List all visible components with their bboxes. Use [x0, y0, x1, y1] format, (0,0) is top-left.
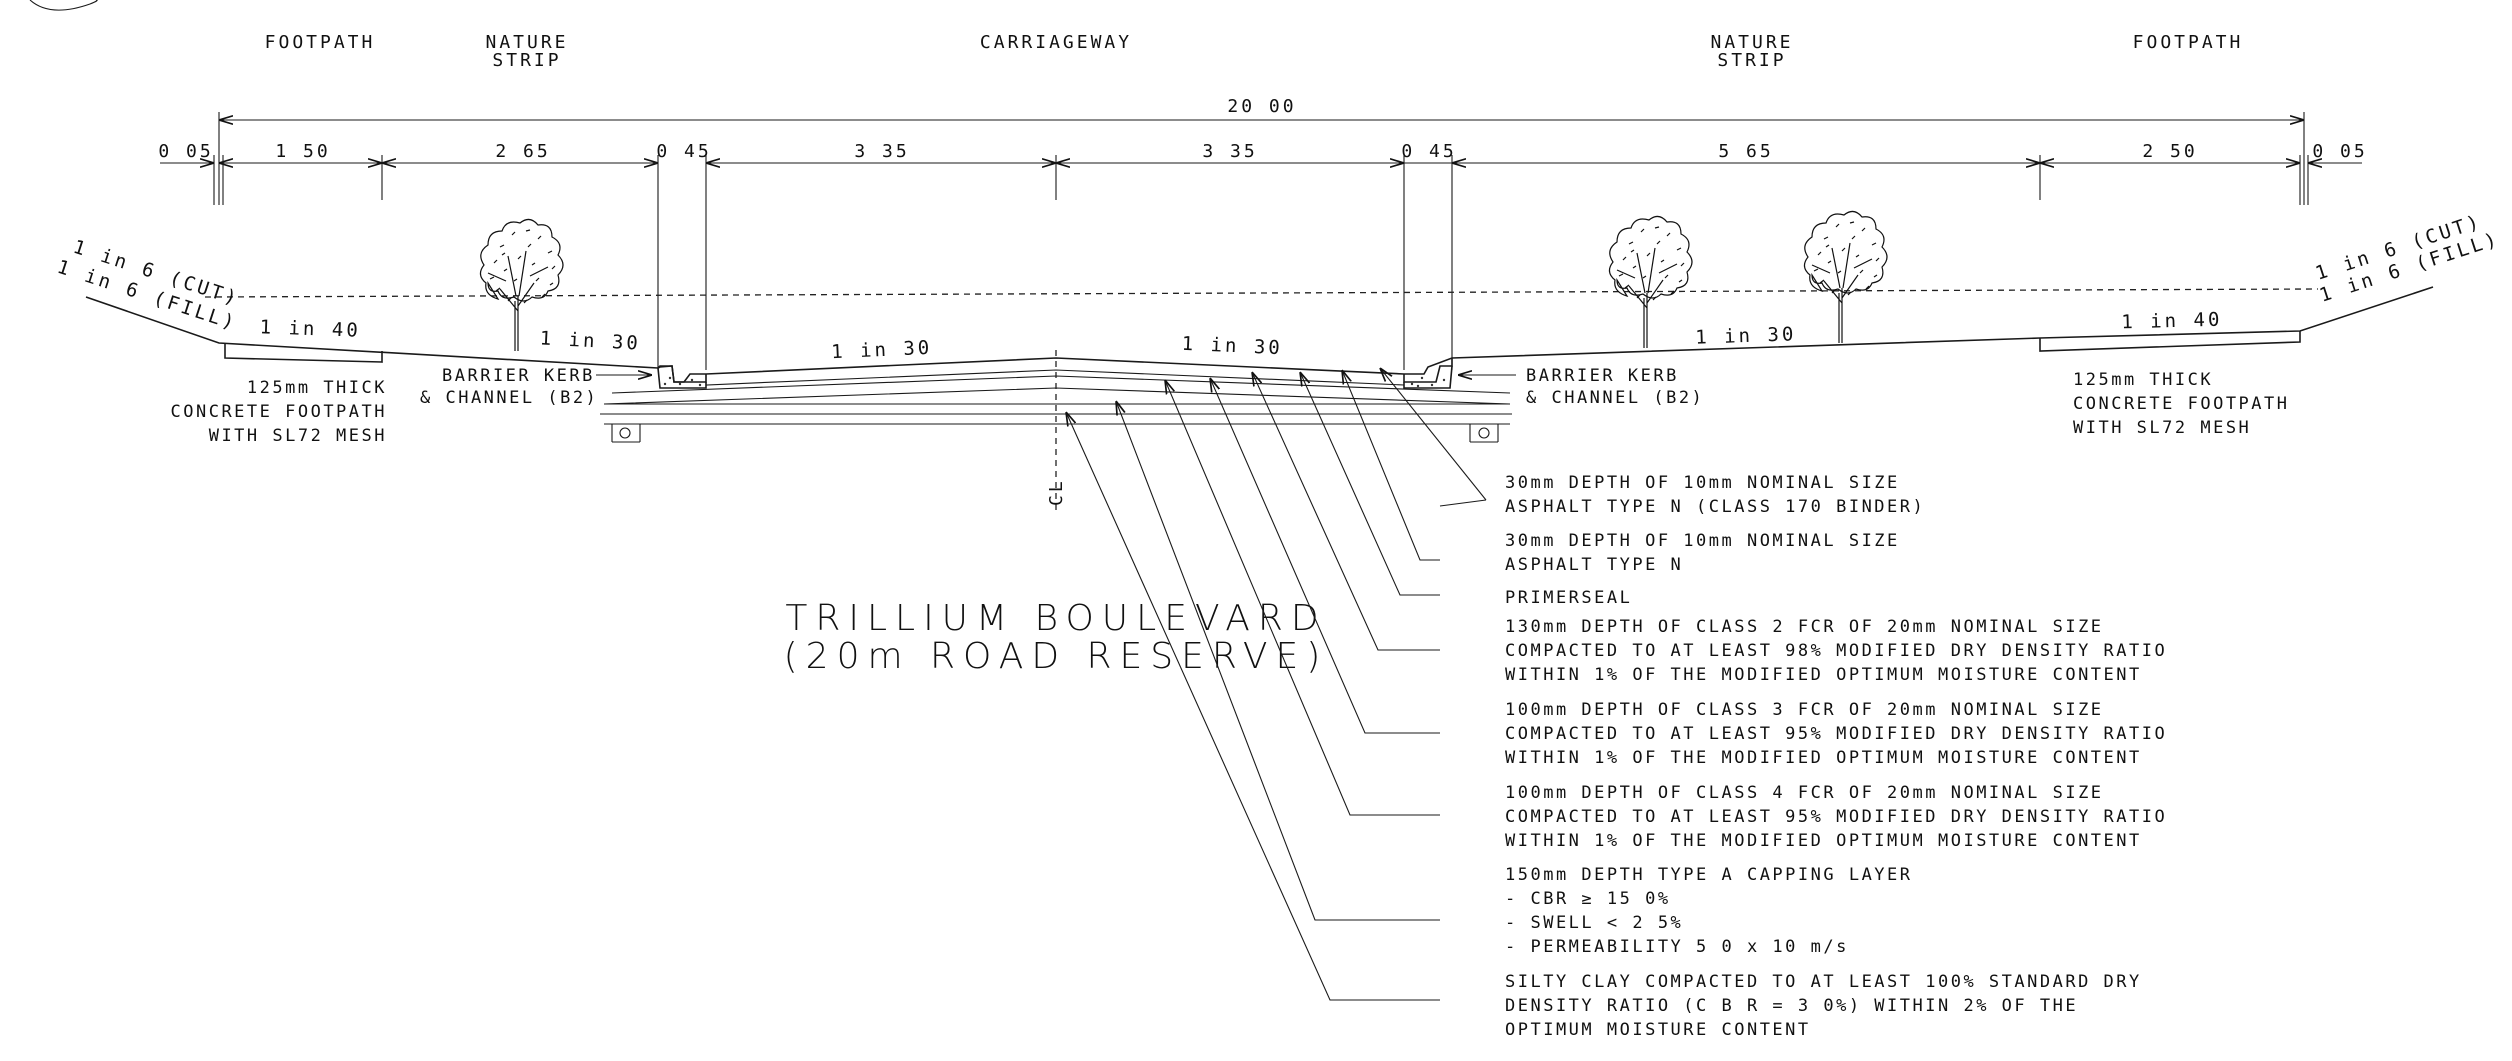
layer-note-5-line-3: WITHIN 1% OF THE MODIFIED OPTIMUM MOISTU… [1505, 748, 2142, 768]
layer-note-8-line-1: SILTY CLAY COMPACTED TO AT LEAST 100% ST… [1505, 972, 2142, 992]
layer-note-6-line-1: 100mm DEPTH OF CLASS 4 FCR OF 20mm NOMIN… [1505, 783, 2104, 803]
layer-note-4-line-1: 130mm DEPTH OF CLASS 2 FCR OF 20mm NOMIN… [1505, 617, 2104, 637]
layer-note-7-line-4: - PERMEABILITY 5 0 x 10 m/s [1505, 937, 1849, 957]
zone-headings: FOOTPATH NATURE STRIP CARRIAGEWAY NATURE… [265, 32, 2244, 71]
kerb-left-label-1: BARRIER KERB [442, 366, 595, 386]
grade-carriage-right: 1 in 30 [1181, 333, 1283, 359]
grade-nature-right: 1 in 30 [1695, 323, 1797, 349]
footpath-right-label-1: 125mm THICK [2073, 370, 2213, 390]
natural-surface-line [204, 288, 2319, 298]
footpath-slab-left [224, 344, 383, 363]
layer-note-7-line-1: 150mm DEPTH TYPE A CAPPING LAYER [1505, 865, 1913, 885]
grade-footpath-right: 1 in 40 [2121, 309, 2223, 334]
layer-note-4-line-2: COMPACTED TO AT LEAST 98% MODIFIED DRY D… [1505, 641, 2167, 661]
grade-carriage-left: 1 in 30 [831, 337, 933, 363]
sheet-corner-arc [29, 0, 98, 11]
layer-note-7-line-3: - SWELL < 2 5% [1505, 913, 1683, 933]
dim-seg-2: 1 50 [275, 141, 330, 162]
layer-note-5-line-1: 100mm DEPTH OF CLASS 3 FCR OF 20mm NOMIN… [1505, 700, 2104, 720]
kerb-right [1403, 358, 1453, 389]
footpath-left-label-3: WITH SL72 MESH [209, 426, 387, 446]
layer-note-5-line-2: COMPACTED TO AT LEAST 95% MODIFIED DRY D… [1505, 724, 2167, 744]
layer-note-1-line-2: ASPHALT TYPE N (CLASS 170 BINDER) [1505, 497, 1925, 517]
footpath-left-label-1: 125mm THICK [247, 378, 387, 398]
dim-seg-3: 2 65 [495, 141, 550, 162]
centreline-label: CL [1046, 478, 1067, 506]
zone-carriageway: CARRIAGEWAY [980, 32, 1132, 53]
zone-footpath-right: FOOTPATH [2133, 32, 2244, 53]
kerb-left-label-2: & CHANNEL (B2) [420, 388, 598, 408]
layer-note-4-line-3: WITHIN 1% OF THE MODIFIED OPTIMUM MOISTU… [1505, 665, 2142, 685]
title-line-1: TRILLIUM BOULEVARD [785, 598, 1326, 639]
layer-note-3-line-1: PRIMERSEAL [1505, 588, 1632, 608]
drawing-title: TRILLIUM BOULEVARD (20m ROAD RESERVE) [784, 598, 1329, 677]
zone-nature-strip-right-line2: STRIP [1717, 50, 1786, 71]
layer-leader-lines [1066, 368, 1487, 1001]
layer-note-1-line-1: 30mm DEPTH OF 10mm NOMINAL SIZE [1505, 473, 1900, 493]
layer-note-6-line-2: COMPACTED TO AT LEAST 95% MODIFIED DRY D… [1505, 807, 2167, 827]
dim-overall-label: 20 00 [1227, 96, 1296, 117]
centreline: CL [1046, 350, 1067, 510]
layer-note-6-line-3: WITHIN 1% OF THE MODIFIED OPTIMUM MOISTU… [1505, 831, 2142, 851]
overall-dimension: 20 00 [218, 96, 2305, 205]
dim-seg-6: 3 35 [1202, 141, 1257, 162]
layer-note-8-line-3: OPTIMUM MOISTURE CONTENT [1505, 1020, 1811, 1040]
layer-note-2-line-1: 30mm DEPTH OF 10mm NOMINAL SIZE [1505, 531, 1900, 551]
footpath-right-label-2: CONCRETE FOOTPATH [2073, 394, 2290, 414]
grade-nature-left: 1 in 30 [539, 327, 641, 354]
footpath-right-label-3: WITH SL72 MESH [2073, 418, 2251, 438]
layer-note-2-line-2: ASPHALT TYPE N [1505, 555, 1683, 575]
footpath-left-label-2: CONCRETE FOOTPATH [171, 402, 388, 422]
layer-note-7-line-2: - CBR ≥ 15 0% [1505, 889, 1671, 909]
kerb-left [657, 365, 707, 389]
tree-icon-right-2 [1803, 210, 1888, 344]
zone-nature-strip-left-line2: STRIP [492, 50, 561, 71]
dim-seg-7: 0 45 [1401, 141, 1456, 162]
dim-seg-5: 3 35 [854, 141, 909, 162]
segment-dimensions: 0 05 1 50 2 65 0 45 3 35 3 35 0 45 5 65 … [158, 141, 2367, 370]
dim-seg-10: 0 05 [2312, 141, 2367, 162]
grade-footpath-left: 1 in 40 [259, 316, 361, 342]
grade-labels: 1 in 6 (CUT) 1 in 6 (FILL) 1 in 6 (CUT) … [54, 210, 2502, 363]
kerb-right-label-1: BARRIER KERB [1526, 366, 1679, 386]
layer-note-8-line-2: DENSITY RATIO (C B R = 3 0%) WITHIN 2% O… [1505, 996, 2078, 1016]
kerb-right-label-2: & CHANNEL (B2) [1526, 388, 1704, 408]
dim-seg-9: 2 50 [2142, 141, 2197, 162]
pavement-layer-notes: 30mm DEPTH OF 10mm NOMINAL SIZE ASPHALT T… [1505, 473, 2167, 1040]
zone-nature-strip-left-line1: NATURE [485, 32, 568, 53]
footpath-slab-right [2039, 331, 2301, 352]
dim-seg-8: 5 65 [1718, 141, 1773, 162]
zone-nature-strip-right-line1: NATURE [1710, 32, 1793, 53]
dim-seg-1: 0 05 [158, 141, 213, 162]
title-line-2: (20m ROAD RESERVE) [784, 636, 1329, 677]
tree-icon-right-1 [1608, 215, 1693, 349]
element-labels: 125mm THICK CONCRETE FOOTPATH WITH SL72 … [171, 366, 2290, 446]
dim-seg-4: 0 45 [656, 141, 711, 162]
zone-footpath-left: FOOTPATH [265, 32, 376, 53]
